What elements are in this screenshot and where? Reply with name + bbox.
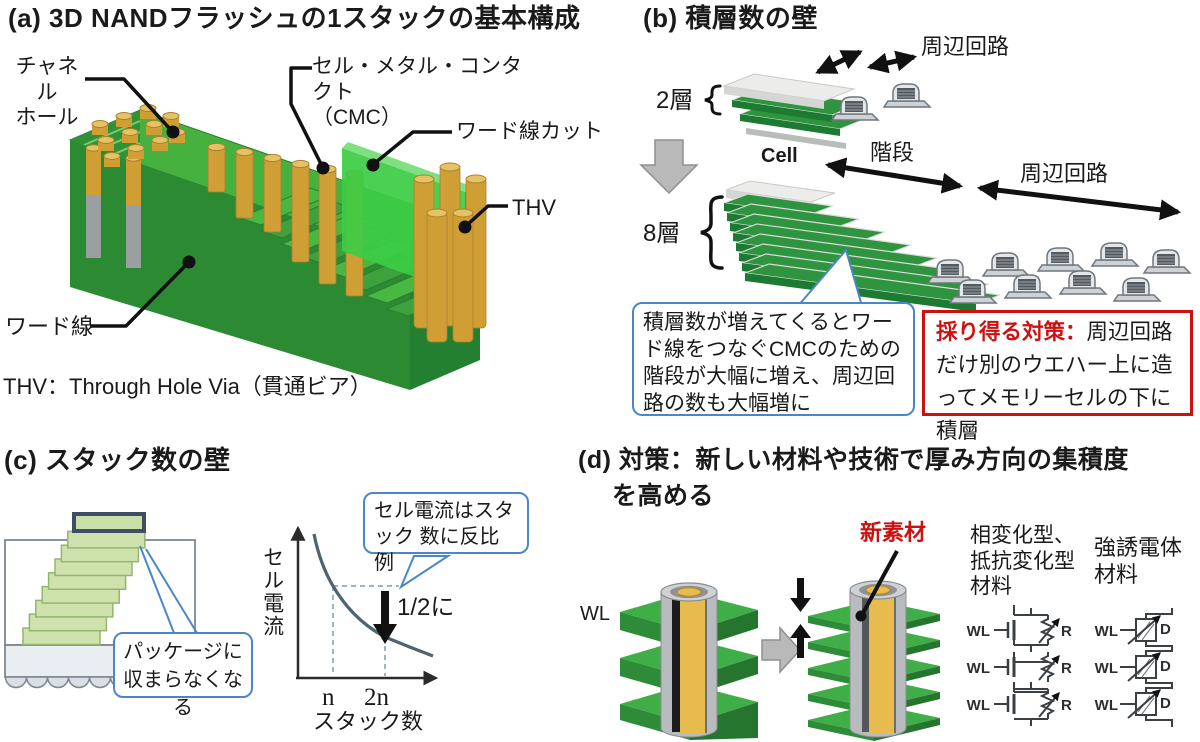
callout-pointer-graph: [398, 555, 452, 590]
callout-inverse-proportional: セル電流はスタック 数に反比例: [363, 492, 529, 574]
tick-n: n: [322, 684, 335, 711]
label-thv: THV: [512, 195, 556, 220]
circuit-d-label: D: [1160, 695, 1171, 712]
panel-b-graphics: [639, 49, 1191, 312]
panel-a-title: (a) 3D NANDフラッシュの1スタックの基本構成: [8, 3, 581, 33]
brace-8-layers: [700, 195, 724, 270]
label-wordline-cut: ワード線カット: [456, 120, 603, 143]
circuit-ferroelectric: WL WL WL D D D: [1095, 608, 1173, 727]
brace-2-layers: [704, 84, 722, 116]
annotation-half: 1/2に: [397, 594, 455, 621]
circuit-transistor-resistor: WL WL WL R R D R: [967, 605, 1072, 726]
label-material-ferroelectric: 強誘電体 材料: [1094, 535, 1183, 587]
leaning-stack: [22, 530, 146, 646]
stack-before: [620, 582, 758, 740]
embedded-pillars: [85, 144, 142, 268]
label-wordline: ワード線: [5, 314, 94, 339]
label-2-layers: 2層: [656, 87, 694, 114]
thv-pillars: [413, 162, 487, 343]
stack-2-layer: [722, 73, 872, 149]
panel-d-title-line2: を高める: [612, 482, 715, 510]
circuit-wl-label: WL: [1095, 623, 1118, 640]
compress-arrows-icon: [790, 578, 811, 658]
graph-curve: [312, 533, 434, 658]
transistor-icon: [883, 83, 931, 108]
circuit-d-label: D: [1160, 621, 1171, 638]
leader-lines-a: [85, 66, 508, 328]
nand-stack-illustration: [68, 66, 508, 390]
y-axis-label: セル電流: [260, 546, 284, 638]
label-cmc: セル・メタル・コンタクト （CMC）: [312, 55, 522, 130]
x-axis-label: スタック数: [312, 709, 423, 734]
circuit-r-label: R: [1061, 660, 1072, 677]
channel-cylinder-after: [849, 580, 907, 738]
double-arrow-peripheral-right: [976, 179, 1182, 221]
label-stairs: 階段: [870, 140, 915, 165]
circuit-wl-label: WL: [1095, 697, 1118, 714]
callout-package: パッケージに 収まらなくなる: [113, 632, 253, 719]
circuit-wl-label: WL: [1095, 660, 1118, 677]
countermeasure-prefix: 採り得る対策：: [936, 320, 1087, 344]
countermeasure-box: 採り得る対策：周辺回路だけ別のウエハー上に造ってメモリーセルの下に積層: [922, 310, 1193, 443]
panel-b-title: (b) 積層数の壁: [643, 3, 818, 33]
circuit-wl-label: WL: [967, 623, 990, 640]
label-cell: Cell: [761, 145, 798, 167]
label-8-layers: 8層: [643, 220, 681, 247]
stack-after: [790, 550, 940, 741]
double-arrow-peripheral-top: [866, 50, 918, 74]
callout-stack-count: 積層数が増えてくるとワード線をつなぐCMCのための階段が大幅に増え、周辺回路の数…: [632, 302, 915, 416]
circuit-r-label: R: [1061, 623, 1072, 640]
panel-c-title: (c) スタック数の壁: [4, 445, 231, 475]
panel-d-title-line1: (d) 対策：新しい材料や技術で厚み方向の集積度: [578, 446, 1129, 474]
circuit-d-label: D: [1160, 658, 1171, 675]
package-illustration: [4, 512, 198, 689]
label-peripheral-top: 周辺回路: [921, 34, 1010, 59]
double-arrow-gap: [815, 49, 863, 75]
label-wl: WL: [580, 603, 610, 625]
tick-2n: 2n: [364, 684, 389, 711]
footnote-thv: THV：Through Hole Via（貫通ビア）: [3, 374, 372, 399]
channel-cylinder-before: [660, 582, 718, 738]
half-arrow-icon: [373, 591, 397, 644]
label-new-material: 新素材: [860, 520, 927, 545]
cell-current-graph: [290, 525, 452, 686]
down-arrow-icon: [639, 139, 699, 195]
double-arrow-stairs: [824, 157, 964, 194]
channel-hole-cylinders: [91, 104, 186, 167]
circuit-r-label: R: [1061, 697, 1072, 714]
peripheral-transistors: [927, 242, 1191, 304]
label-peripheral-right: 周辺回路: [1020, 161, 1109, 186]
circuit-wl-label: WL: [967, 660, 990, 677]
right-arrow-icon: [761, 626, 802, 674]
countermeasure-body: 周辺回路だけ別のウエハー上に造ってメモリーセルの下に積層: [936, 320, 1173, 443]
label-channel-hole: チャネル ホール: [15, 55, 79, 130]
top-die: [72, 512, 146, 533]
circuit-wl-label: WL: [967, 697, 990, 714]
new-material-leader: [861, 550, 899, 614]
label-material-phase-resistive: 相変化型、 抵抗変化型 材料: [970, 524, 1075, 599]
